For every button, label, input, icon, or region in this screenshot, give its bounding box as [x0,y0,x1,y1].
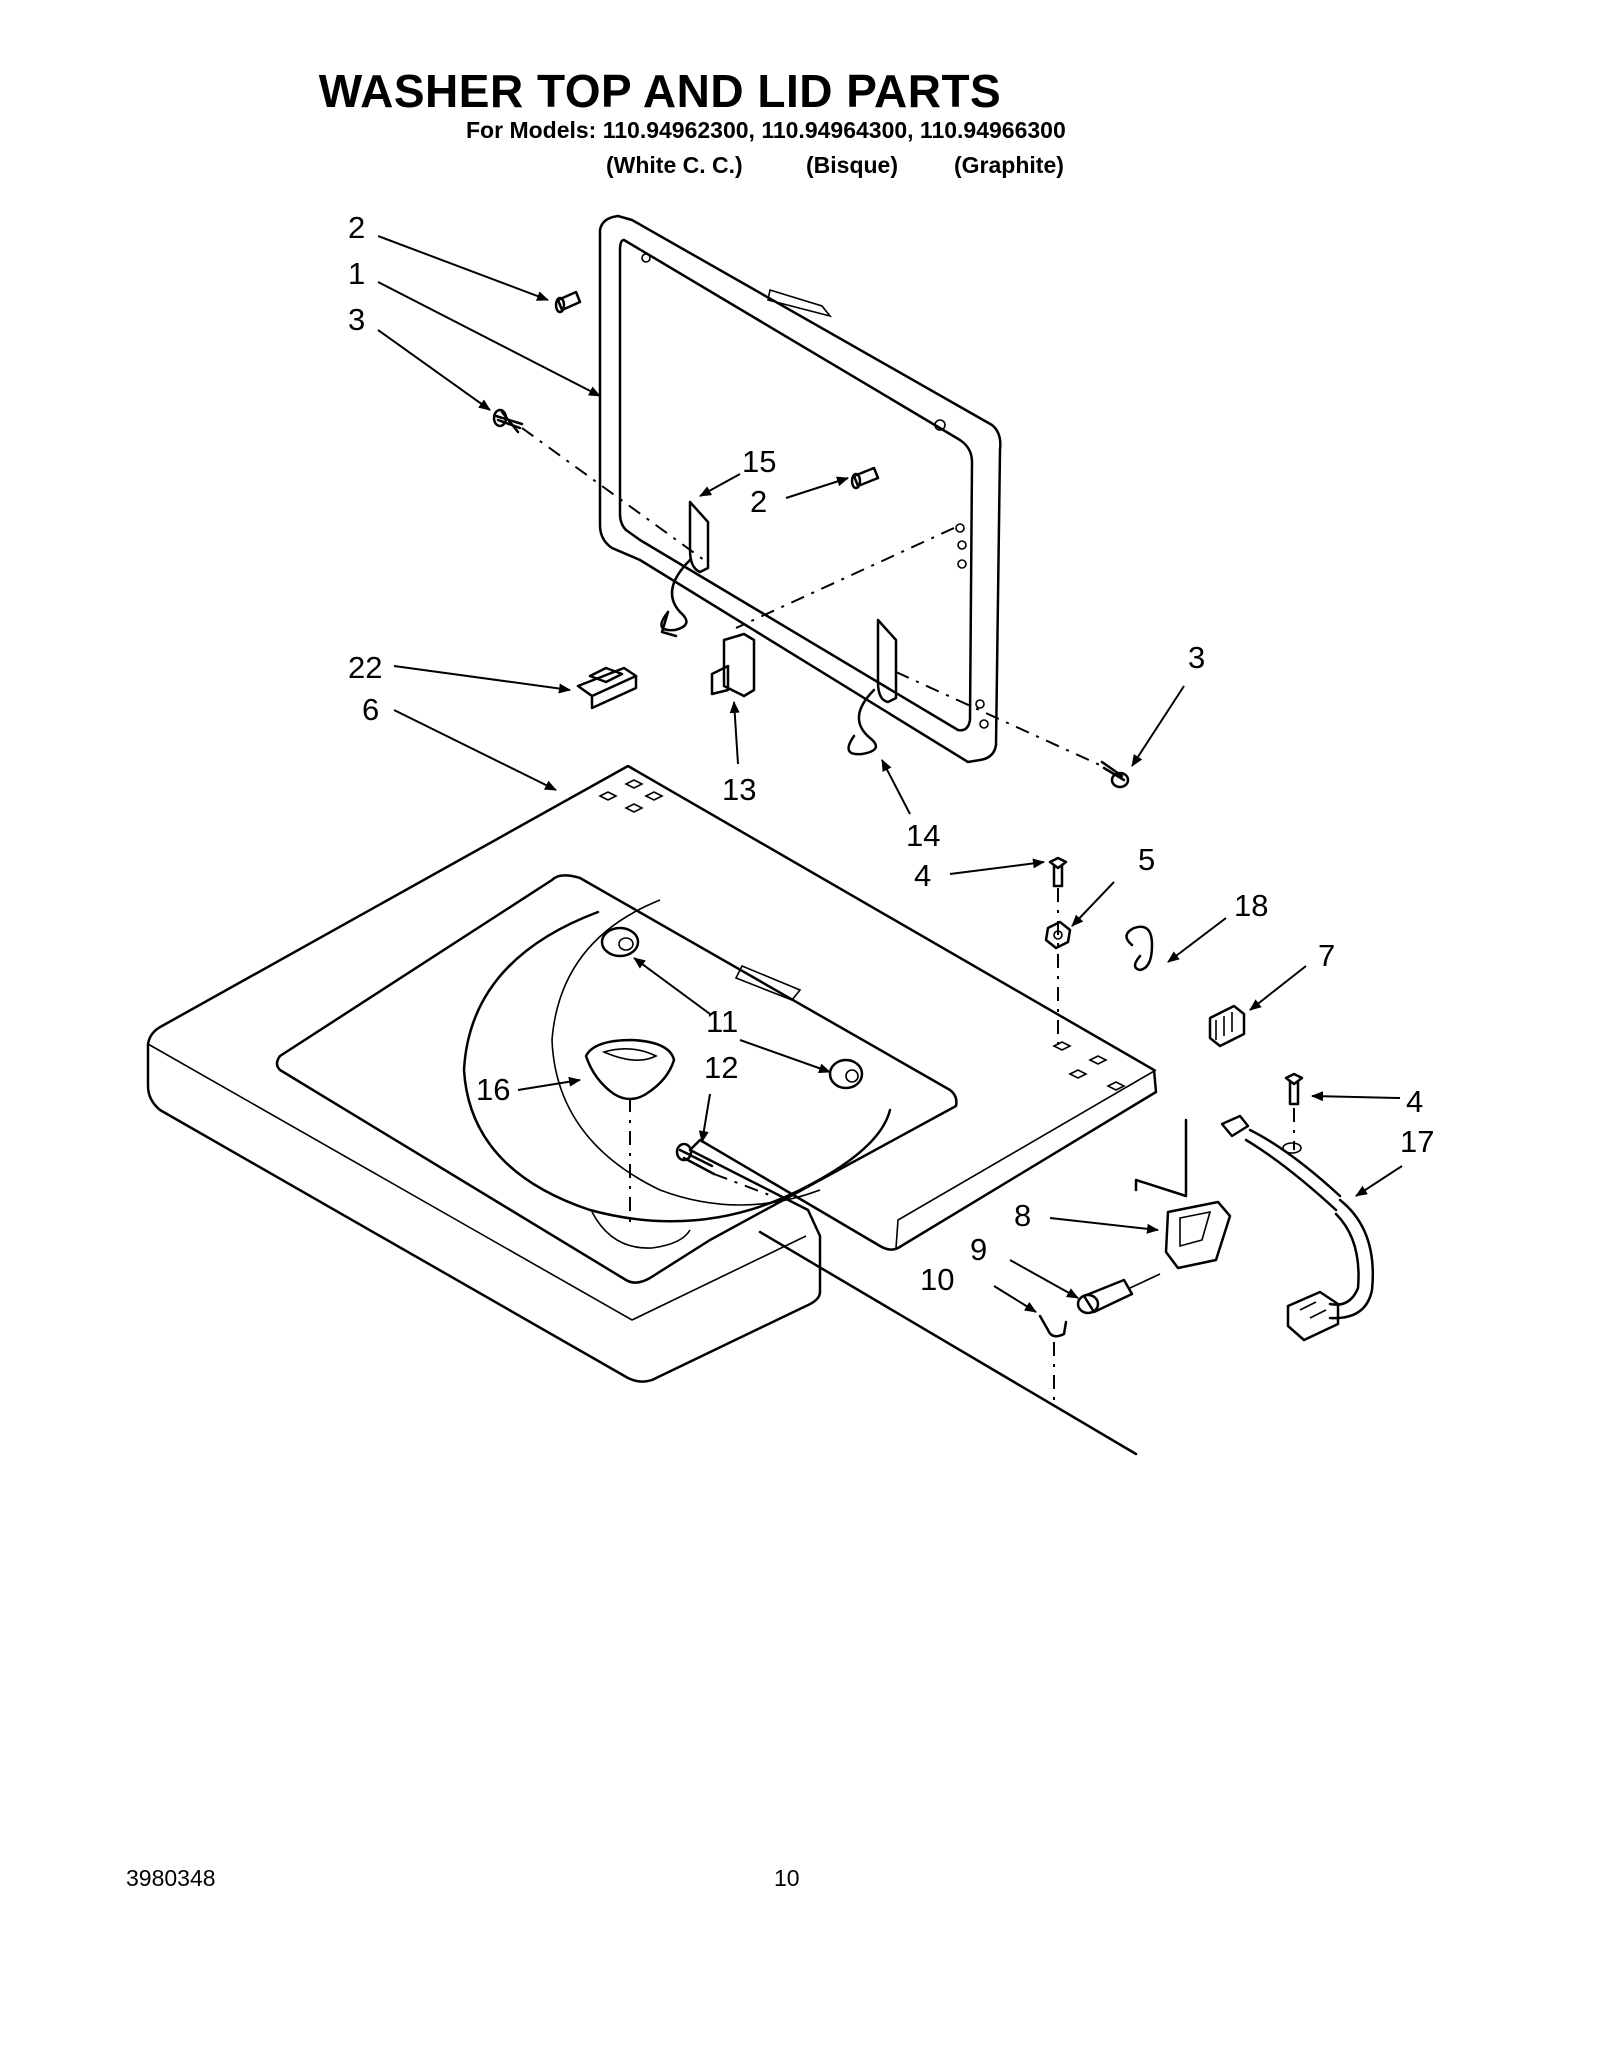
lid-frame [598,214,1002,764]
bumper-part-11-lower [828,1058,864,1090]
callout-14: 14 [906,818,940,853]
callout-8: 8 [1014,1198,1031,1233]
bumper-part-11-upper [600,926,640,958]
callout-22: 22 [348,650,382,685]
color-variant-graphite: (Graphite) [954,152,1064,178]
screw-part-12 [675,1142,716,1176]
callout-13: 13 [722,772,756,807]
clip-part-18 [1125,925,1154,972]
callout-9: 9 [970,1232,987,1267]
screw-part-4-lower [1284,1072,1304,1106]
callout-15: 15 [742,444,776,479]
page-title: WASHER TOP AND LID PARTS [318,65,1002,117]
pin-part-2-upper [554,290,582,314]
color-variant-bisque: (Bisque) [806,152,898,178]
callout-2-top: 2 [348,210,365,245]
callout-10: 10 [920,1262,954,1297]
callout-11: 11 [706,1004,738,1039]
pin-part-2-middle [850,466,880,490]
callout-2-middle: 2 [750,484,767,519]
connector-part-7 [1208,1004,1246,1048]
hinge-part-14 [847,618,898,756]
washer-top [146,764,1158,1383]
switch-part-8 [1164,1200,1232,1270]
page-number: 10 [774,1865,800,1891]
cup-part-16 [584,1038,676,1101]
hinge-part-15 [660,500,710,638]
screw-part-4-upper [1048,856,1068,888]
switch-cover-part-22 [576,666,638,710]
callout-12: 12 [704,1050,738,1085]
callout-6: 6 [362,692,379,727]
callout-4-lower: 4 [1406,1084,1423,1119]
actuator-part-9 [1076,1273,1161,1315]
alignment-lines [521,427,1295,1400]
models-line: For Models: 110.94962300, 110.94964300, … [466,117,1066,143]
wire-harness-part-17 [1220,1114,1374,1342]
callout-3-right: 3 [1188,640,1205,675]
screw-part-3-left [492,408,524,434]
screw-part-3-right [1100,760,1130,789]
callout-17: 17 [1400,1124,1434,1159]
color-variant-white: (White C. C.) [606,152,743,178]
callout-7: 7 [1318,938,1335,973]
callout-16: 16 [476,1072,510,1107]
bracket-part-13 [710,632,756,698]
callout-1: 1 [348,256,365,291]
leader-lines [377,235,1403,1313]
callout-5: 5 [1138,842,1155,877]
callout-3-left: 3 [348,302,365,337]
clip-part-10 [1038,1314,1068,1338]
doc-number: 3980348 [126,1865,216,1891]
switch-bracket-region [758,1118,1188,1456]
callout-labels: 2 1 3 15 2 22 6 13 14 3 4 5 18 7 11 12 1… [348,210,1434,1297]
callout-18: 18 [1234,888,1268,923]
callout-4-upper: 4 [914,858,931,893]
